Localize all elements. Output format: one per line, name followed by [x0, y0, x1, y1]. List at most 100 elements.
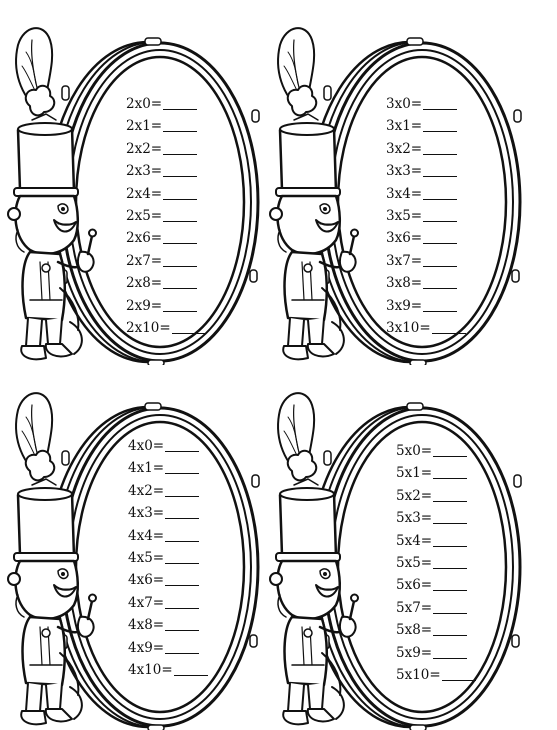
- fact-question: 2x5=: [126, 207, 163, 224]
- fact-question: 5x10=: [396, 666, 441, 683]
- answer-blank[interactable]: [431, 319, 466, 334]
- fact-question: 3x2=: [386, 140, 423, 157]
- answer-blank[interactable]: [165, 504, 200, 520]
- answer-blank[interactable]: [433, 532, 468, 547]
- answer-blank[interactable]: [165, 571, 200, 587]
- answer-blank[interactable]: [433, 621, 468, 637]
- fact-row: 2x7=: [126, 250, 206, 272]
- answer-blank[interactable]: [433, 599, 468, 614]
- fact-question: 5x7=: [396, 599, 433, 616]
- answer-blank[interactable]: [165, 549, 200, 564]
- answer-blank[interactable]: [433, 487, 468, 502]
- fact-question: 5x0=: [396, 443, 433, 459]
- fact-row: 5x8=: [396, 619, 476, 641]
- fact-question: 3x0=: [386, 96, 423, 112]
- answer-blank[interactable]: [423, 140, 458, 155]
- fact-row: 5x10=: [396, 664, 476, 686]
- fact-row: 3x5=: [386, 205, 466, 227]
- drummer-boy: [269, 27, 359, 361]
- answer-blank[interactable]: [163, 252, 198, 267]
- answer-blank[interactable]: [163, 162, 198, 178]
- fact-question: 3x7=: [386, 252, 423, 269]
- answer-blank[interactable]: [433, 644, 468, 659]
- fact-question: 4x3=: [128, 505, 165, 522]
- answer-blank[interactable]: [173, 661, 208, 676]
- fact-row: 5x7=: [396, 597, 476, 619]
- answer-blank[interactable]: [165, 459, 200, 475]
- drummer-boy: [7, 392, 97, 726]
- answer-blank[interactable]: [165, 639, 200, 654]
- answer-blank[interactable]: [433, 576, 468, 592]
- answer-blank[interactable]: [165, 616, 200, 632]
- answer-blank[interactable]: [163, 95, 198, 110]
- fact-question: 4x8=: [128, 617, 165, 634]
- fact-question: 3x10=: [386, 319, 431, 336]
- answer-blank[interactable]: [163, 207, 198, 222]
- fact-row: 5x9=: [396, 642, 476, 664]
- times-table-5-panel: 5x0= 5x1= 5x2= 5x3= 5x4= 5x5= 5x6= 5x7= …: [262, 365, 540, 730]
- answer-blank[interactable]: [433, 464, 468, 480]
- answer-blank[interactable]: [165, 437, 200, 452]
- answer-blank[interactable]: [163, 117, 198, 133]
- answer-blank[interactable]: [423, 117, 458, 133]
- fact-row: 4x0=: [128, 435, 208, 457]
- fact-row: 3x1=: [386, 115, 466, 137]
- answer-blank[interactable]: [171, 319, 206, 334]
- fact-row: 5x2=: [396, 485, 476, 507]
- fact-question: 4x5=: [128, 549, 165, 566]
- bass-drum: [46, 37, 260, 365]
- answer-blank[interactable]: [433, 554, 468, 569]
- fact-question: 3x8=: [386, 275, 423, 292]
- answer-blank[interactable]: [165, 527, 200, 542]
- fact-row: 3x7=: [386, 250, 466, 272]
- fact-row: 2x6=: [126, 227, 206, 249]
- times-table-3-facts: 3x0= 3x1= 3x2= 3x3= 3x4= 3x5= 3x6= 3x7= …: [386, 93, 466, 339]
- answer-blank[interactable]: [423, 95, 458, 110]
- fact-row: 4x9=: [128, 637, 208, 659]
- answer-blank[interactable]: [441, 666, 476, 681]
- answer-blank[interactable]: [433, 509, 468, 525]
- answer-blank[interactable]: [163, 140, 198, 155]
- fact-row: 4x3=: [128, 502, 208, 524]
- drummer-drum-illustration: [7, 27, 260, 365]
- answer-blank[interactable]: [433, 442, 468, 457]
- fact-question: 2x1=: [126, 118, 163, 135]
- fact-question: 2x3=: [126, 163, 163, 180]
- fact-row: 2x4=: [126, 183, 206, 205]
- answer-blank[interactable]: [423, 229, 458, 245]
- fact-row: 4x2=: [128, 480, 208, 502]
- answer-blank[interactable]: [163, 297, 198, 312]
- fact-row: 3x6=: [386, 227, 466, 249]
- fact-question: 2x10=: [126, 319, 171, 336]
- fact-question: 3x1=: [386, 118, 423, 135]
- answer-blank[interactable]: [423, 185, 458, 200]
- answer-blank[interactable]: [423, 297, 458, 312]
- fact-question: 5x6=: [396, 577, 433, 594]
- answer-blank[interactable]: [163, 274, 198, 290]
- fact-row: 3x4=: [386, 183, 466, 205]
- answer-blank[interactable]: [423, 274, 458, 290]
- fact-question: 4x0=: [128, 438, 165, 454]
- fact-question: 4x10=: [128, 661, 173, 678]
- answer-blank[interactable]: [423, 252, 458, 267]
- answer-blank[interactable]: [423, 207, 458, 222]
- drummer-drum-illustration: [7, 392, 260, 730]
- fact-question: 3x9=: [386, 297, 423, 314]
- fact-row: 5x0=: [396, 440, 476, 462]
- drummer-drum-illustration: [269, 27, 522, 365]
- times-table-5-facts: 5x0= 5x1= 5x2= 5x3= 5x4= 5x5= 5x6= 5x7= …: [396, 440, 476, 686]
- times-table-2-panel: 2x0= 2x1= 2x2= 2x3= 2x4= 2x5= 2x6= 2x7= …: [0, 0, 278, 365]
- fact-question: 3x4=: [386, 185, 423, 202]
- fact-question: 3x3=: [386, 163, 423, 180]
- answer-blank[interactable]: [423, 162, 458, 178]
- answer-blank[interactable]: [163, 229, 198, 245]
- fact-question: 2x6=: [126, 230, 163, 247]
- fact-row: 3x10=: [386, 317, 466, 339]
- answer-blank[interactable]: [163, 185, 198, 200]
- answer-blank[interactable]: [165, 482, 200, 497]
- fact-row: 4x4=: [128, 525, 208, 547]
- answer-blank[interactable]: [165, 594, 200, 609]
- fact-row: 2x9=: [126, 295, 206, 317]
- fact-row: 2x8=: [126, 272, 206, 294]
